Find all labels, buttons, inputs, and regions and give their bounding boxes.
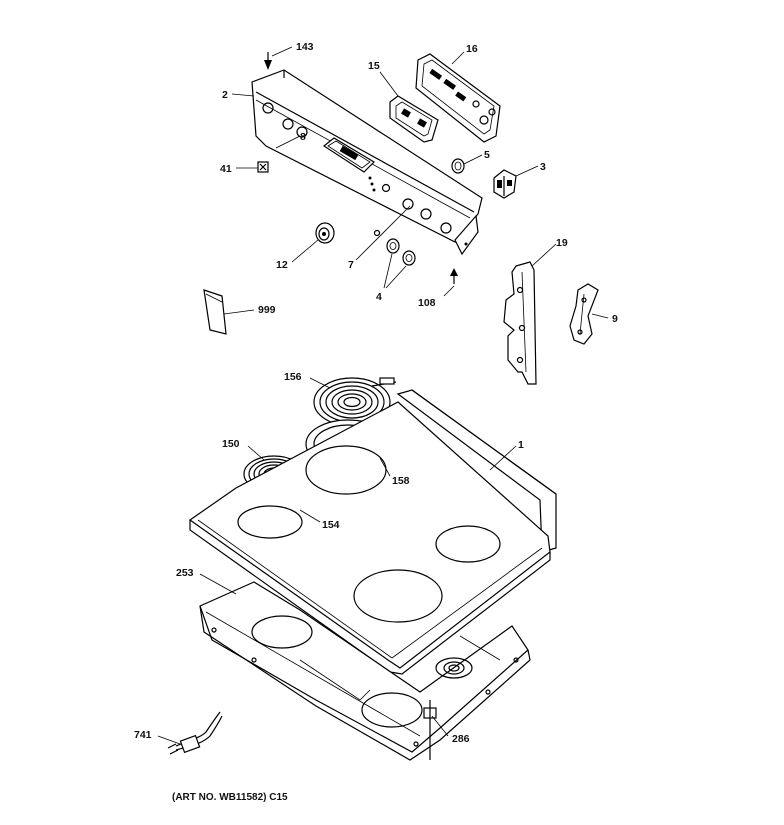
callout-108: 108: [418, 297, 436, 309]
callout-5: 5: [484, 149, 490, 161]
callout-7: 7: [348, 259, 354, 271]
literature-999: [203, 289, 227, 335]
clip-41: [257, 161, 269, 173]
callout-150: 150: [222, 438, 240, 450]
callout-12: 12: [276, 259, 288, 271]
callout-999: 999: [258, 304, 276, 316]
switch-3: [493, 169, 517, 199]
callout-286: 286: [452, 733, 470, 745]
spring-7: [373, 229, 381, 237]
knob-5: [451, 158, 465, 174]
callout-labels: 143 16 15 2 8 41 5 3 12 7 4 108 19 999 9…: [134, 41, 618, 745]
knobs-4: [386, 238, 416, 266]
callout-1: 1: [518, 439, 524, 451]
callout-253: 253: [176, 567, 194, 579]
callout-3: 3: [540, 161, 546, 173]
callout-19: 19: [556, 237, 568, 249]
callout-2: 2: [222, 89, 228, 101]
power-cord-741: [167, 711, 223, 755]
callout-15: 15: [368, 60, 380, 72]
callout-8: 8: [300, 131, 306, 143]
screw-143: [264, 52, 272, 70]
terminal-block-286: [423, 700, 437, 760]
bracket-19: [503, 261, 537, 385]
leader-lines: [157, 46, 609, 745]
main-top: [188, 389, 557, 675]
control-panel: [251, 69, 483, 256]
knob-12: [315, 222, 335, 244]
callout-156: 156: [284, 371, 302, 383]
touchpad: [389, 95, 439, 143]
surface-element-156: [313, 377, 397, 427]
callout-158: 158: [392, 475, 410, 487]
callout-9: 9: [612, 313, 618, 325]
bracket-9: [569, 283, 599, 345]
callout-16: 16: [466, 43, 478, 55]
callout-4: 4: [376, 291, 382, 303]
callout-154: 154: [322, 519, 340, 531]
callout-41: 41: [220, 163, 232, 175]
art-number: (ART NO. WB11582) C15: [172, 792, 288, 803]
control-board: [415, 53, 501, 143]
burner-box: [199, 581, 531, 761]
screw-108: [450, 268, 458, 284]
callout-741: 741: [134, 729, 152, 741]
callout-143: 143: [296, 41, 314, 53]
